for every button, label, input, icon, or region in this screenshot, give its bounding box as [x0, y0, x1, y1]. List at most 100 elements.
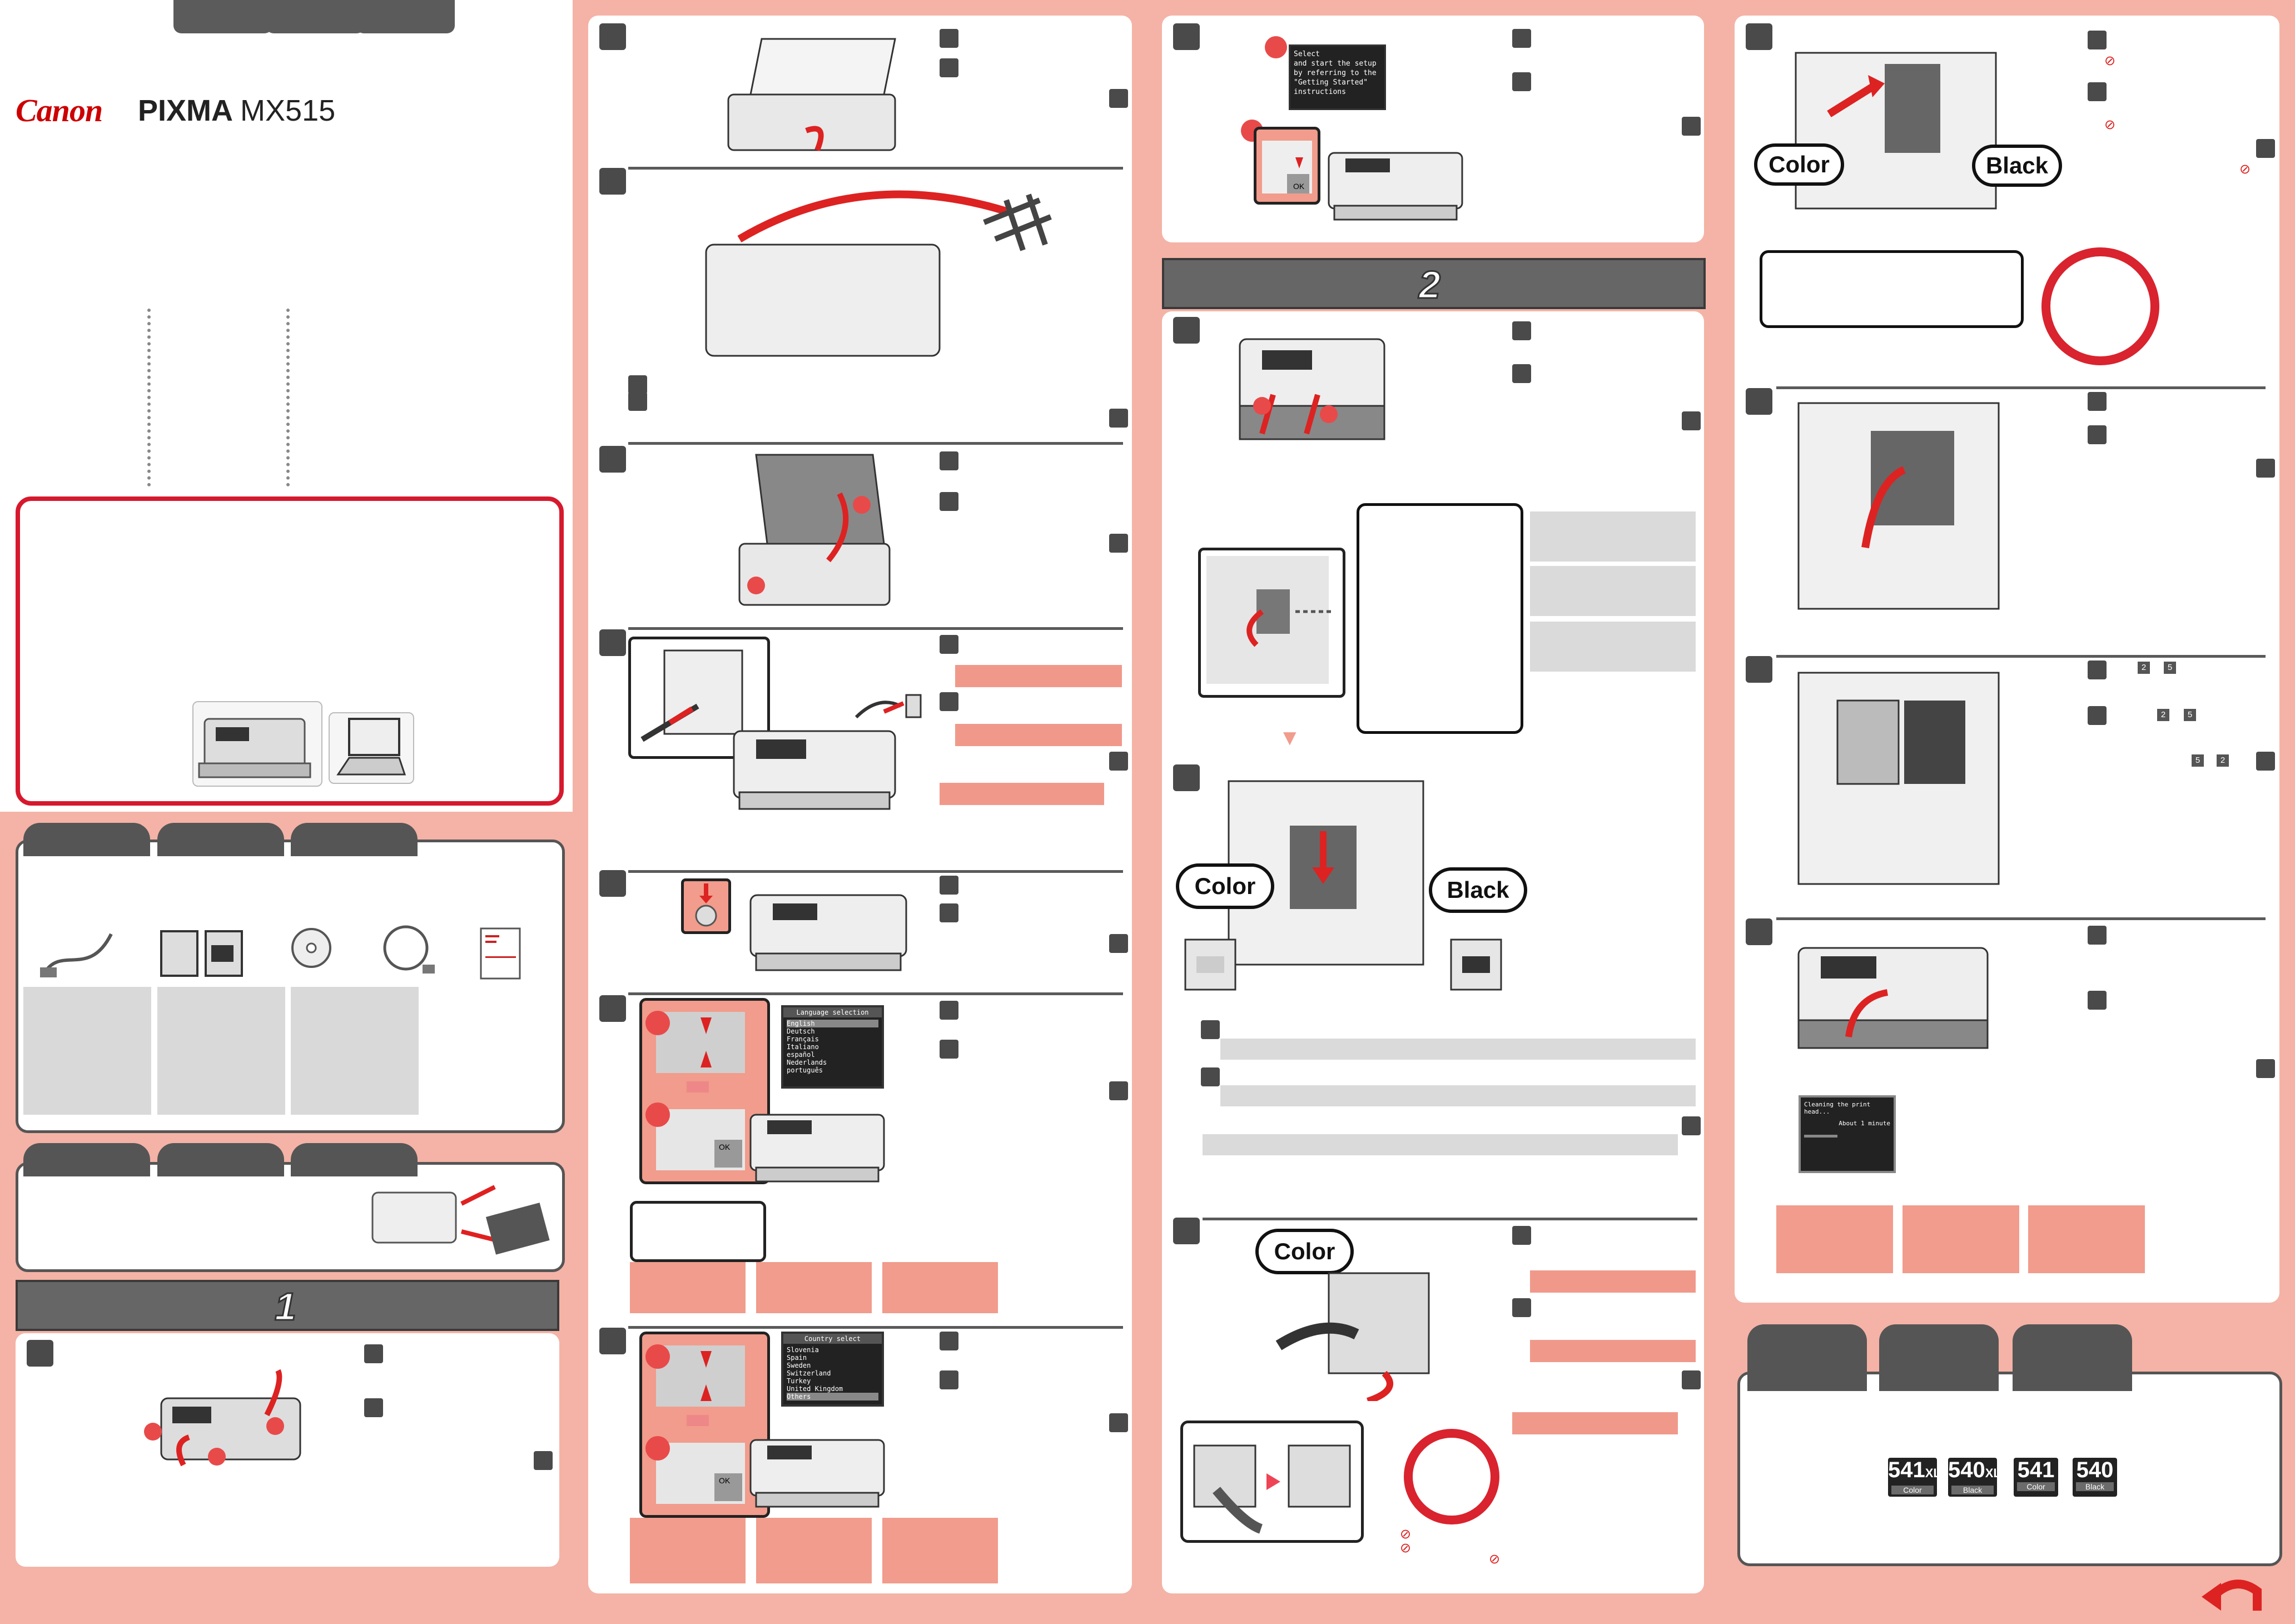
- ink-541xl-num: 541XL: [1888, 1458, 1937, 1486]
- note-bar-5a: [955, 665, 1122, 687]
- ink-540-type: Black: [2076, 1482, 2114, 1491]
- substep-12a-marker: [1512, 1226, 1531, 1245]
- manual-icon: [475, 923, 531, 984]
- substep-9a-marker: [1512, 29, 1531, 48]
- substep-15a-marker: [2088, 660, 2107, 679]
- start-setup-screen: Select and start the setup by referring …: [1289, 44, 1386, 110]
- substep-9b-marker: [1512, 72, 1531, 91]
- substep-8b-marker: [940, 1370, 958, 1389]
- next-marker-10: [1682, 411, 1701, 430]
- printer-open-icon: [139, 1365, 322, 1476]
- note-box-8b: [756, 1518, 872, 1583]
- divider-13: [1776, 386, 2266, 389]
- open-paper-cover-illustration: [1229, 322, 1395, 459]
- ink-tab-3[interactable]: [2013, 1324, 2132, 1391]
- top-tab-1[interactable]: [173, 0, 272, 33]
- note-bar-5b: [955, 724, 1122, 746]
- substep-12b-marker: [1512, 1298, 1531, 1317]
- contents-tab-3[interactable]: [291, 823, 418, 856]
- country-option-spain[interactable]: Spain: [787, 1354, 878, 1362]
- country-option-slovenia[interactable]: Slovenia: [787, 1346, 878, 1354]
- contents-desc-3: [291, 987, 419, 1115]
- step-1-marker: [27, 1340, 53, 1367]
- on-button-zoom: [681, 878, 731, 934]
- down-arrow-10: ▼: [1279, 726, 1301, 751]
- note-bar-12a: [1530, 1270, 1696, 1293]
- contents-tab-2[interactable]: [157, 823, 284, 856]
- step-12-marker: [1173, 1218, 1200, 1244]
- substep-7a-marker: [940, 1001, 958, 1020]
- step-7-marker: [599, 995, 626, 1022]
- gray-bar-11c: [1203, 1134, 1678, 1155]
- ref-badge-2a: 2: [2138, 662, 2150, 674]
- next-marker-8: [1109, 1413, 1128, 1432]
- fold-line-1: [147, 309, 151, 486]
- tape-removal-icon: [695, 178, 1062, 361]
- open-cover-illustration: [139, 1365, 322, 1479]
- printer-ok-illustration: [1323, 136, 1468, 228]
- no-touch-icon: [1404, 1429, 1499, 1524]
- printer-front-icon-2: [745, 878, 912, 979]
- close-cover-2-illustration: [1787, 926, 1999, 1073]
- note-box-7b: [756, 1262, 872, 1313]
- note-box-7c: [882, 1262, 998, 1313]
- setup-line-1: Select: [1294, 49, 1381, 59]
- step-3-marker: [599, 168, 626, 195]
- cleaning-line-2: About 1 minute: [1804, 1120, 1890, 1127]
- laptop-icon: [330, 713, 413, 783]
- back-button-note: [630, 1201, 766, 1262]
- gray-bar-11a: [1220, 1039, 1696, 1060]
- note-box-8c: [882, 1518, 998, 1583]
- language-option-english[interactable]: English: [787, 1020, 878, 1027]
- substep-11a-marker: [1201, 1020, 1220, 1039]
- contents-tab-1[interactable]: [23, 823, 150, 856]
- power-cord-icon: [39, 923, 117, 984]
- tape-removal-zoom-icon: [1183, 1423, 1361, 1540]
- scanner-open-icon: [717, 33, 901, 161]
- substep-4b-marker: [940, 492, 958, 511]
- country-screen-title: Country select: [783, 1334, 882, 1344]
- divider-3: [628, 627, 1123, 630]
- substep-11b-marker: [1201, 1067, 1220, 1086]
- substep-14b-marker: [2088, 425, 2107, 444]
- ok-arrow-icon[interactable]: [1256, 130, 1318, 202]
- callout-a-marker: [1265, 36, 1287, 58]
- substep-10b-marker: [1512, 364, 1531, 383]
- language-option-italiano[interactable]: Italiano: [787, 1043, 878, 1051]
- substep-3a-marker: [628, 375, 647, 394]
- country-option-switzerland[interactable]: Switzerland: [787, 1369, 878, 1377]
- country-option-sweden[interactable]: Sweden: [787, 1362, 878, 1369]
- language-option-espanol[interactable]: español: [787, 1051, 878, 1059]
- power-button-icon[interactable]: [684, 881, 728, 931]
- color-label-11: Color: [1176, 863, 1274, 909]
- ink-tab-1[interactable]: [1747, 1324, 1867, 1391]
- step-5-marker: [599, 629, 626, 656]
- return-arrow-icon[interactable]: [2202, 1569, 2263, 1622]
- manuals-item: [475, 923, 531, 987]
- wall-socket-illustration: [851, 684, 928, 731]
- setup-line-2: and start the setup: [1294, 59, 1381, 68]
- lock-cartridge-icon: [1793, 398, 2004, 614]
- country-option-others[interactable]: Others: [787, 1393, 878, 1400]
- divider-12: [1203, 1218, 1697, 1220]
- packing-tab-2[interactable]: [157, 1143, 284, 1176]
- language-option-portugues[interactable]: português: [787, 1066, 878, 1074]
- color-label-13: Color: [1754, 143, 1844, 186]
- ink-tab-2[interactable]: [1879, 1324, 1999, 1391]
- language-option-francais[interactable]: Français: [787, 1035, 878, 1043]
- ref-badge-5b: 5: [2184, 709, 2196, 721]
- next-marker-1: [534, 1451, 553, 1470]
- language-option-deutsch[interactable]: Deutsch: [787, 1027, 878, 1035]
- top-tab-3[interactable]: [356, 0, 455, 33]
- step-14-marker: [1746, 388, 1772, 415]
- language-option-nederlands[interactable]: Nederlands: [787, 1059, 878, 1066]
- divider-2: [628, 442, 1123, 445]
- top-tab-2[interactable]: [266, 0, 365, 33]
- ink-products-panel: [1737, 1372, 2282, 1566]
- country-option-turkey[interactable]: Turkey: [787, 1377, 878, 1385]
- country-option-uk[interactable]: United Kingdom: [787, 1385, 878, 1393]
- packing-tab-1[interactable]: [23, 1143, 150, 1176]
- remove-tape-icon: [367, 1170, 556, 1259]
- printer-panel-illustration: [745, 1098, 890, 1190]
